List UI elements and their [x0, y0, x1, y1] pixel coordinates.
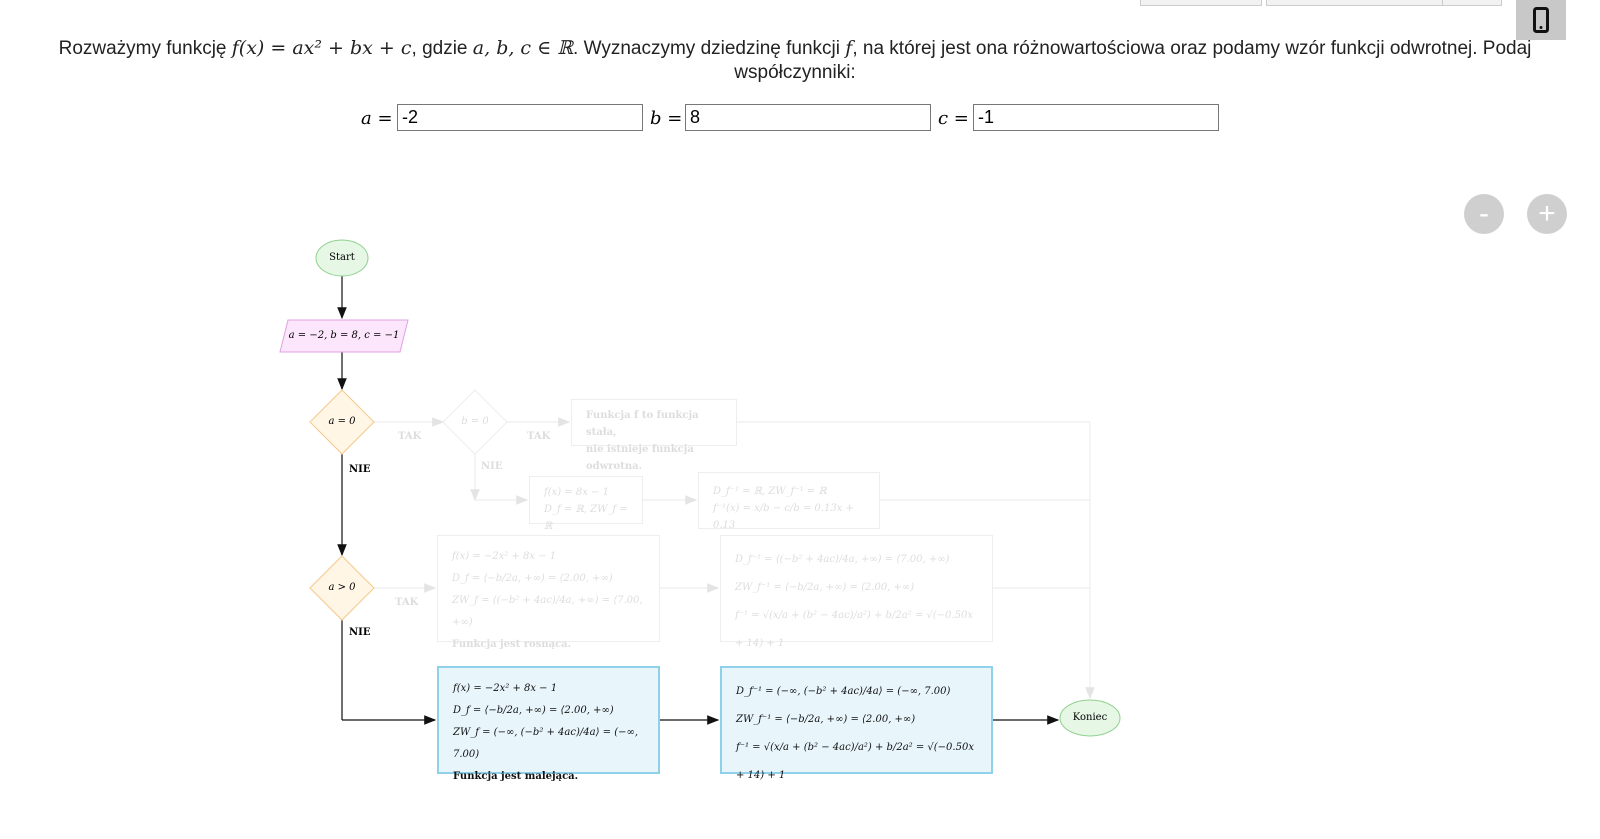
- question-text: Rozważymy funkcję f(x) = ax² + bx + c, g…: [58, 37, 1532, 83]
- label-tak-3: TAK: [395, 597, 419, 608]
- c-input[interactable]: [973, 104, 1219, 131]
- top-tab-3[interactable]: [1442, 0, 1502, 6]
- cond-b0-shape: [442, 389, 508, 455]
- start-node: Start: [329, 252, 355, 263]
- label-nie-3: NIE: [481, 461, 503, 472]
- a-input[interactable]: [397, 104, 643, 131]
- input-node: a = −2, b = 8, c = −1: [288, 330, 400, 341]
- a-label: a =: [361, 108, 393, 129]
- cond-a0: a = 0: [328, 416, 356, 427]
- label-tak-1: TAK: [398, 431, 422, 442]
- top-tab-1[interactable]: [1140, 0, 1262, 6]
- b-label: b =: [650, 108, 683, 129]
- label-nie-2: NIE: [349, 627, 371, 638]
- label-nie-1: NIE: [349, 464, 371, 475]
- cond-a0-shape: [309, 389, 375, 455]
- cond-agt0: a > 0: [328, 582, 356, 593]
- c-label: c =: [938, 108, 969, 129]
- b-input[interactable]: [685, 104, 931, 131]
- increasing-inverse-box: D_f⁻¹ = ⟨(−b² + 4ac)/4a, +∞) = ⟨7.00, +∞…: [720, 535, 993, 649]
- cond-b0: b = 0: [461, 416, 489, 427]
- end-node-shape: [1059, 699, 1121, 737]
- decreasing-inverse-box: D_f⁻¹ = (−∞, (−b² + 4ac)/4a⟩ = (−∞, 7.00…: [720, 666, 993, 781]
- zoom-in-button[interactable]: +: [1527, 194, 1567, 234]
- const-function-box: Funkcja f to funkcja stała,nie istnieje …: [571, 399, 737, 472]
- end-node: Koniec: [1072, 712, 1108, 723]
- cond-agt0-shape: [309, 555, 375, 621]
- mobile-view-button[interactable]: [1516, 0, 1566, 40]
- input-node-shape: [279, 319, 409, 353]
- phone-icon: [1533, 7, 1549, 33]
- zoom-out-button[interactable]: -: [1464, 194, 1504, 234]
- start-node-shape: [315, 239, 369, 277]
- label-tak-2: TAK: [527, 431, 551, 442]
